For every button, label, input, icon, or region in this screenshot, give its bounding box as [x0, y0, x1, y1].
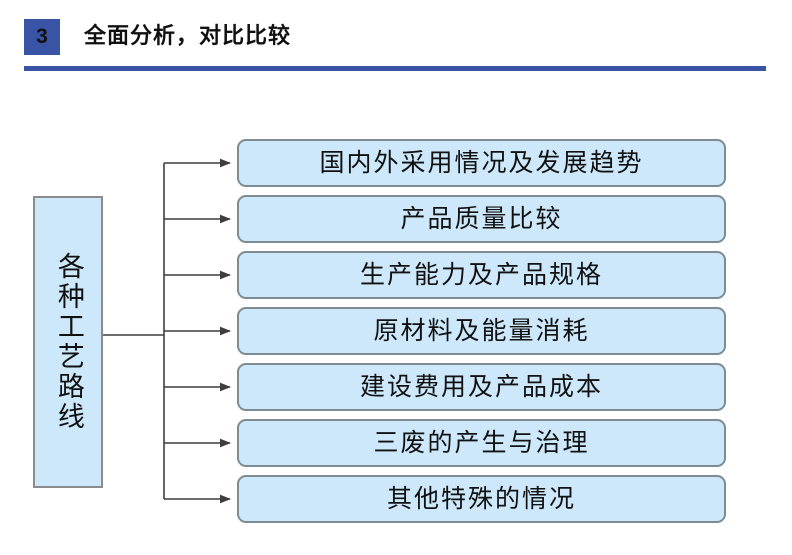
branch-node-label: 生产能力及产品规格: [359, 261, 603, 289]
branch-node-label: 原材料及能量消耗: [373, 317, 590, 345]
process-comparison-diagram: 各种工艺路线 国内外采用情况及发展趋势 产品质量比较 生产能力及产品规格 原材料…: [0, 72, 792, 555]
branch-node-label: 国内外采用情况及发展趋势: [319, 149, 644, 177]
branch-node-label: 其他特殊的情况: [386, 485, 576, 513]
branch-node-1[interactable]: 国内外采用情况及发展趋势: [237, 139, 726, 187]
branch-node-6[interactable]: 三废的产生与治理: [237, 419, 726, 467]
branch-node-2[interactable]: 产品质量比较: [237, 195, 726, 243]
connector-lines: [103, 158, 231, 504]
header-divider: [24, 66, 766, 71]
branch-node-label: 三废的产生与治理: [373, 429, 590, 457]
branch-node-5[interactable]: 建设费用及产品成本: [237, 363, 726, 411]
root-node-label: 各种工艺路线: [53, 252, 84, 432]
section-number-badge: 3: [24, 19, 60, 55]
branch-node-4[interactable]: 原材料及能量消耗: [237, 307, 726, 355]
page-title: 全面分析，对比比较: [84, 23, 292, 48]
slide-header: 3 全面分析，对比比较: [0, 0, 792, 72]
root-node[interactable]: 各种工艺路线: [33, 196, 103, 488]
branch-node-label: 产品质量比较: [400, 205, 563, 233]
branch-node-3[interactable]: 生产能力及产品规格: [237, 251, 726, 299]
branch-node-label: 建设费用及产品成本: [359, 373, 603, 401]
branch-node-7[interactable]: 其他特殊的情况: [237, 475, 726, 523]
